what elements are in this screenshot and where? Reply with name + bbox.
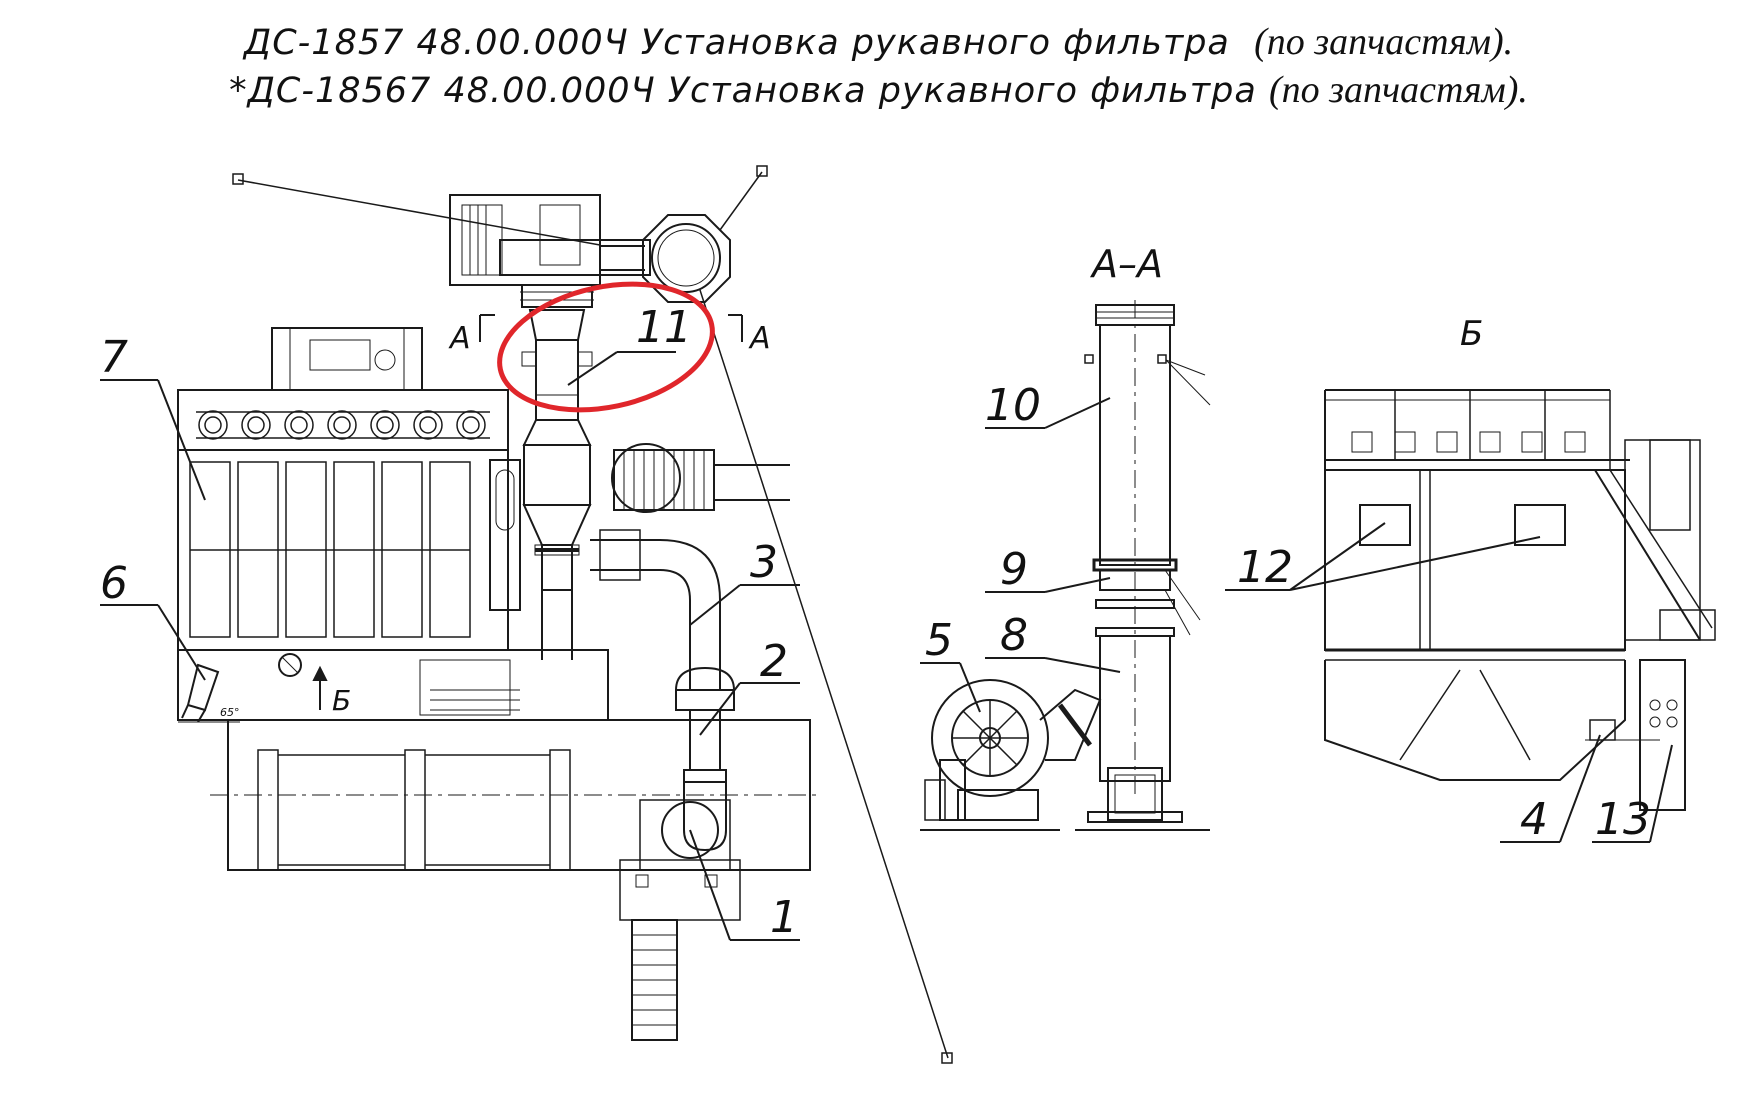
highlight-ellipse bbox=[497, 281, 715, 413]
title-line-1: ДС-1857 48.00.000Ч Установка рукавного ф… bbox=[0, 20, 1757, 64]
title-line-2: *ДС-18567 48.00.000Ч Установка рукавного… bbox=[0, 68, 1757, 112]
angle-note: 65° bbox=[220, 706, 240, 719]
title-line-1-text: ДС-1857 48.00.000Ч Установка рукавного ф… bbox=[243, 23, 1230, 63]
plan-view: 65° Б А А bbox=[177, 165, 953, 1064]
callout-8: 8 bbox=[1000, 610, 1028, 661]
view-b: Б bbox=[1324, 314, 1716, 811]
callout-5: 5 bbox=[925, 615, 953, 666]
title-line-1-note: (по запчастям). bbox=[1254, 21, 1514, 63]
callout-6: 6 bbox=[100, 558, 128, 609]
callout-3: 3 bbox=[750, 537, 778, 588]
callout-2: 2 bbox=[760, 636, 788, 687]
callout-13: 13 bbox=[1595, 794, 1651, 845]
section-mark-right: А bbox=[748, 321, 771, 356]
callout-9: 9 bbox=[1000, 544, 1028, 595]
title-line-2-text: *ДС-18567 48.00.000Ч Установка рукавного… bbox=[229, 71, 1257, 111]
section-a-a-view: А–А bbox=[920, 242, 1211, 831]
callout-1: 1 bbox=[770, 892, 798, 943]
view-b-title: Б bbox=[1460, 314, 1483, 354]
view-b-arrow-label: Б bbox=[332, 684, 351, 717]
callout-4: 4 bbox=[1520, 794, 1548, 845]
callout-11: 11 bbox=[636, 302, 692, 353]
callout-7: 7 bbox=[100, 332, 128, 383]
section-title: А–А bbox=[1089, 242, 1163, 286]
callout-10: 10 bbox=[985, 380, 1041, 431]
callout-numbers: 7 6 11 3 2 1 10 9 8 5 12 4 13 bbox=[100, 302, 1651, 943]
title-line-2-note: (по запчастям). bbox=[1268, 69, 1528, 111]
leader-lines bbox=[100, 351, 1673, 941]
callout-12: 12 bbox=[1237, 542, 1293, 593]
section-mark-left: А bbox=[448, 321, 471, 356]
